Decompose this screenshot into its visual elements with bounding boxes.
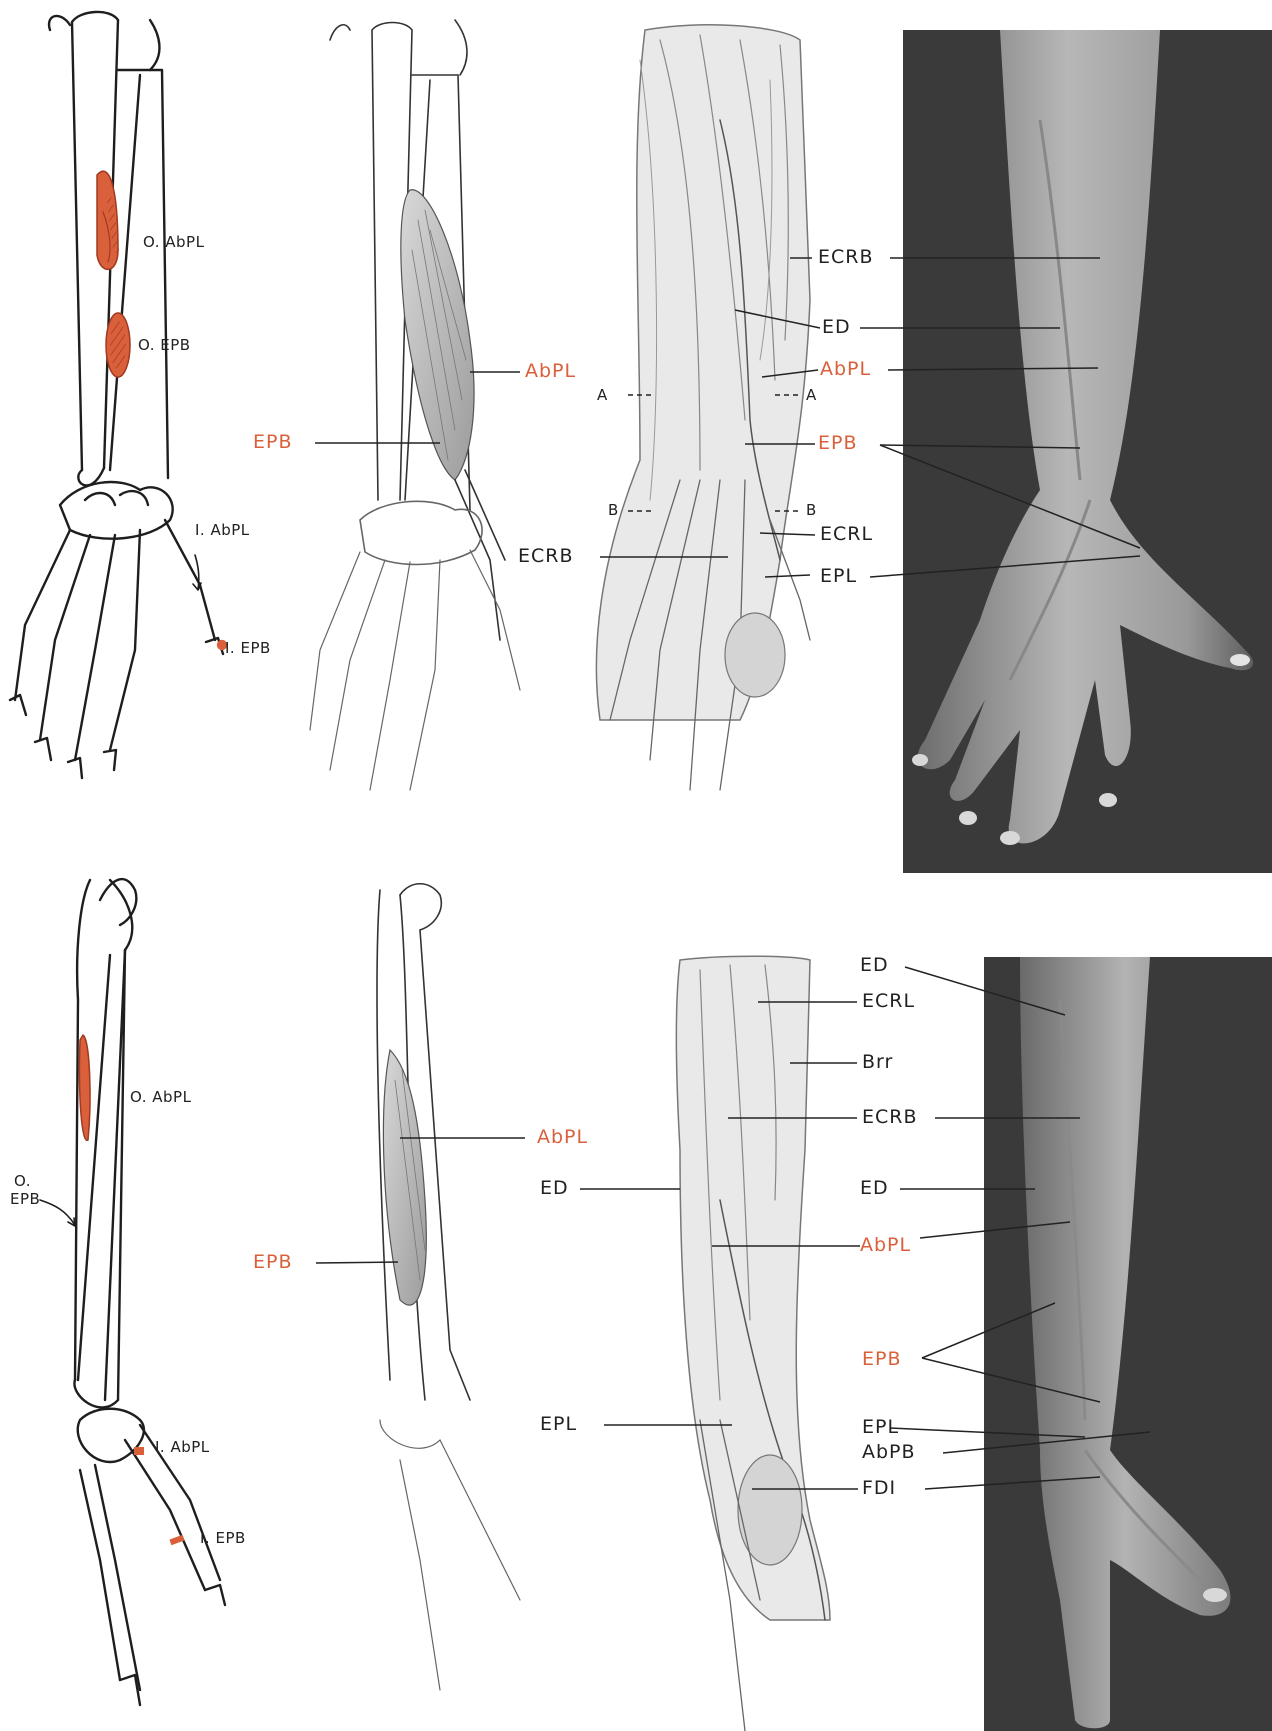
top-skeleton-origin-epb-label: O. EPB bbox=[138, 338, 191, 353]
bottom-muscle-abpl-label: AbPL bbox=[537, 1128, 588, 1147]
bottom-skeleton-insertion-abpl-label: I. AbPL bbox=[155, 1440, 210, 1455]
top-detail-ecrb-upper-label: ECRB bbox=[818, 248, 874, 267]
top-forearm-photo bbox=[903, 30, 1272, 873]
bottom-detail-epl-left-label: EPL bbox=[540, 1415, 577, 1434]
bottom-detail-abpl-label: AbPL bbox=[860, 1236, 911, 1255]
bottom-skeleton-drawing bbox=[40, 879, 225, 1705]
top-section-a-right-label: A bbox=[806, 388, 817, 403]
top-detail-ed-label: ED bbox=[822, 318, 851, 337]
top-detail-epl-label: EPL bbox=[820, 567, 857, 586]
top-skeleton-origin-abpl-label: O. AbPL bbox=[143, 235, 204, 250]
bottom-skeleton-origin-epb-line1: O. bbox=[14, 1174, 31, 1189]
bottom-forearm-photo bbox=[984, 957, 1272, 1731]
top-detail-ecrb-lower-label: ECRB bbox=[518, 547, 574, 566]
bottom-muscle-epb-label: EPB bbox=[253, 1253, 293, 1272]
bottom-detail-illustration bbox=[676, 956, 830, 1731]
bottom-detail-ed-left-label: ED bbox=[540, 1179, 569, 1198]
bottom-muscle-drawing bbox=[377, 884, 520, 1690]
top-muscle-drawing bbox=[310, 20, 520, 790]
bottom-detail-brr-label: Brr bbox=[862, 1053, 893, 1072]
bottom-detail-ecrl-label: ECRL bbox=[862, 992, 915, 1011]
top-detail-abpl-label: AbPL bbox=[820, 360, 871, 379]
bottom-detail-epb-label: EPB bbox=[862, 1350, 902, 1369]
top-detail-ecrl-label: ECRL bbox=[820, 525, 873, 544]
top-muscle-epb-label: EPB bbox=[253, 433, 293, 452]
bottom-detail-ecrb-label: ECRB bbox=[862, 1108, 918, 1127]
top-detail-epb-label: EPB bbox=[818, 434, 858, 453]
top-skeleton-insertion-epb-label: I. EPB bbox=[225, 641, 271, 656]
top-section-b-left-label: B bbox=[608, 503, 619, 518]
top-detail-illustration bbox=[596, 25, 810, 790]
bottom-skeleton-origin-epb-line2: EPB bbox=[10, 1192, 40, 1207]
top-skeleton-drawing bbox=[10, 12, 226, 778]
bottom-detail-epl-right-label: EPL bbox=[862, 1418, 899, 1437]
bottom-detail-fdi-label: FDI bbox=[862, 1479, 896, 1498]
bottom-detail-ed-top-label: ED bbox=[860, 956, 889, 975]
bottom-detail-ed-mid-label: ED bbox=[860, 1179, 889, 1198]
bottom-skeleton-origin-abpl-label: O. AbPL bbox=[130, 1090, 191, 1105]
top-skeleton-insertion-abpl-label: I. AbPL bbox=[195, 523, 250, 538]
top-muscle-abpl-label: AbPL bbox=[525, 362, 576, 381]
bottom-skeleton-insertion-epb-label: I. EPB bbox=[200, 1531, 246, 1546]
bottom-detail-abpb-label: AbPB bbox=[862, 1443, 916, 1462]
top-section-a-left-label: A bbox=[597, 388, 608, 403]
top-section-b-right-label: B bbox=[806, 503, 817, 518]
